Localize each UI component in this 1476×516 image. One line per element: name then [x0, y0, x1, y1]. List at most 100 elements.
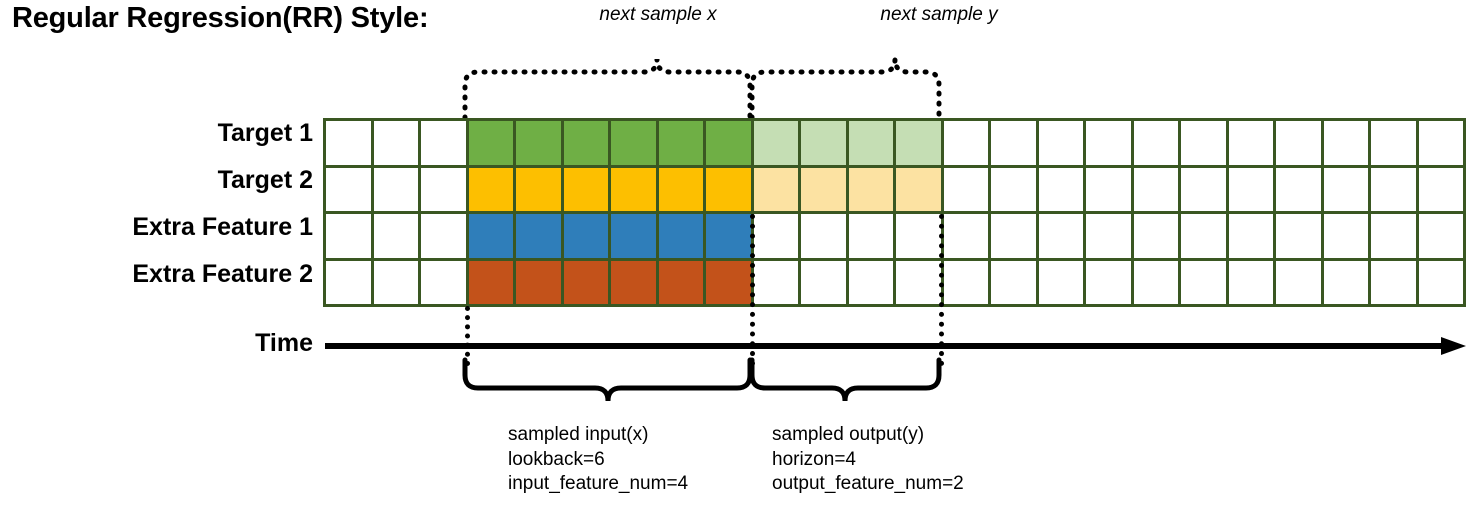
time-axis-arrow: [325, 337, 1466, 355]
grid-cell-input: [706, 167, 751, 211]
grid-cell-empty: [848, 260, 893, 304]
brace-next-sample-x: [462, 58, 753, 121]
grid-cell-input: [468, 167, 513, 211]
guide-line-output-end: [939, 214, 944, 366]
row-label-extra-feature-1: Extra Feature 1: [132, 213, 313, 241]
grid-cell-empty: [1086, 167, 1131, 211]
grid-cell-empty: [326, 260, 371, 304]
brace-sampled-output: [749, 357, 942, 402]
grid-cell-output: [801, 167, 846, 211]
caption-input-line-1: sampled input(x): [508, 424, 649, 445]
grid-cell-empty: [1181, 167, 1226, 211]
grid-cell-empty: [943, 121, 988, 165]
grid-cell-empty: [1418, 260, 1463, 304]
guide-line-input-end: [750, 214, 755, 366]
grid-cell-empty: [1133, 214, 1178, 258]
caption-output-line-3: output_feature_num=2: [772, 473, 964, 495]
grid-cell-input: [468, 260, 513, 304]
grid-cell-empty: [1371, 167, 1416, 211]
grid-cell-empty: [1323, 260, 1368, 304]
grid-cell-empty: [896, 260, 941, 304]
grid-cell-empty: [1181, 121, 1226, 165]
grid-cell-empty: [991, 260, 1036, 304]
grid-cell-empty: [1133, 260, 1178, 304]
grid-cell-output: [848, 167, 893, 211]
guide-line-input-start: [465, 306, 470, 366]
grid-cell-empty: [1371, 214, 1416, 258]
grid-cell-empty: [421, 121, 466, 165]
grid-cell-empty: [1276, 121, 1321, 165]
grid-cell-empty: [373, 214, 418, 258]
grid-cell-input: [468, 214, 513, 258]
caption-input-line-3: input_feature_num=4: [508, 473, 689, 495]
grid-cell-empty: [421, 260, 466, 304]
grid-cell-input: [516, 167, 561, 211]
grid-cell-empty: [896, 214, 941, 258]
grid-cell-output: [896, 121, 941, 165]
grid-cell-empty: [1038, 121, 1083, 165]
grid-cell-input: [563, 260, 608, 304]
grid-cell-input: [658, 121, 703, 165]
grid-cell-empty: [991, 121, 1036, 165]
grid-cell-input: [611, 167, 656, 211]
row-label-target-2: Target 2: [217, 166, 313, 194]
grid-cell-empty: [753, 260, 798, 304]
grid-cell-empty: [1228, 260, 1273, 304]
grid-cell-empty: [1371, 121, 1416, 165]
grid-cell-empty: [1418, 121, 1463, 165]
grid-cell-empty: [373, 260, 418, 304]
grid-cell-empty: [943, 214, 988, 258]
grid-cell-input: [611, 260, 656, 304]
caption-output-line-2: horizon=4: [772, 448, 856, 470]
grid-cell-input: [706, 121, 751, 165]
top-brace-group: [462, 58, 942, 121]
grid-cell-empty: [1228, 167, 1273, 211]
grid-cell-empty: [1038, 260, 1083, 304]
row-label-extra-feature-2: Extra Feature 2: [132, 260, 313, 288]
grid-cell-empty: [1228, 214, 1273, 258]
grid-cell-input: [563, 214, 608, 258]
row-label-column: Target 1 Target 2 Extra Feature 1 Extra …: [0, 119, 313, 307]
grid-cell-input: [516, 260, 561, 304]
grid-cell-empty: [1038, 214, 1083, 258]
grid-cell-empty: [753, 214, 798, 258]
grid-cell-input: [563, 167, 608, 211]
grid-cell-empty: [943, 260, 988, 304]
grid-cell-empty: [1133, 121, 1178, 165]
grid-cell-empty: [1086, 260, 1131, 304]
grid-cell-empty: [1181, 260, 1226, 304]
grid-cell-output: [753, 167, 798, 211]
row-label-target-1: Target 1: [217, 119, 313, 147]
grid-cell-input: [611, 121, 656, 165]
grid-cell-empty: [421, 214, 466, 258]
grid-cell-input: [516, 214, 561, 258]
bottom-brace-group: [462, 357, 942, 402]
caption-sampled-output: sampled output(y) horizon=4 output_featu…: [772, 423, 964, 497]
grid-cell-empty: [326, 121, 371, 165]
grid-cell-input: [658, 260, 703, 304]
grid-cell-empty: [326, 167, 371, 211]
grid-cell-empty: [801, 214, 846, 258]
grid-cell-input: [468, 121, 513, 165]
grid-cell-empty: [1181, 214, 1226, 258]
grid-cell-input: [658, 214, 703, 258]
grid-cell-empty: [1228, 121, 1273, 165]
grid-cell-empty: [848, 214, 893, 258]
grid-cell-empty: [1371, 260, 1416, 304]
grid-cell-empty: [801, 260, 846, 304]
grid-cell-empty: [326, 214, 371, 258]
grid-cell-empty: [1323, 214, 1368, 258]
grid-cell-input: [706, 260, 751, 304]
grid-cell-empty: [1323, 167, 1368, 211]
grid-cell-empty: [373, 121, 418, 165]
caption-sampled-input: sampled input(x) lookback=6 input_featur…: [508, 423, 688, 497]
grid-cell-input: [611, 214, 656, 258]
caption-output-line-1: sampled output(y): [772, 424, 925, 445]
grid-cell-empty: [1323, 121, 1368, 165]
grid-cell-empty: [1276, 167, 1321, 211]
grid-cell-empty: [991, 214, 1036, 258]
grid-cell-empty: [1276, 260, 1321, 304]
brace-next-sample-y: [749, 58, 942, 121]
grid-cell-input: [658, 167, 703, 211]
